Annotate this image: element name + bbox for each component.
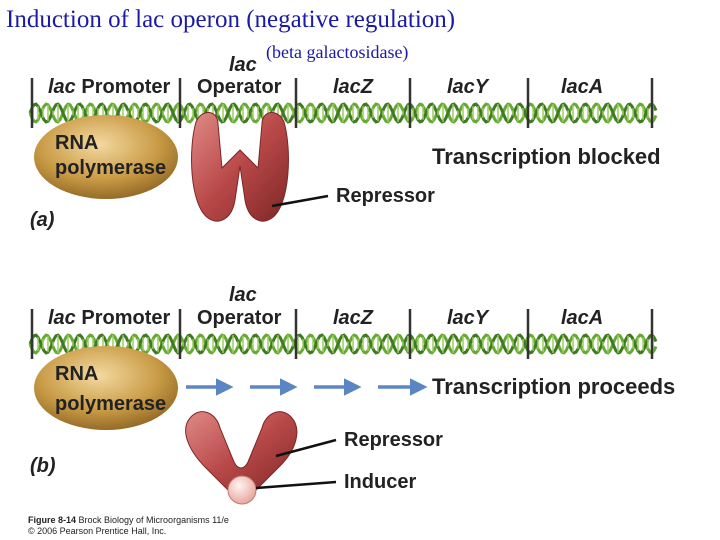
caption-copyright: © 2006 Pearson Prentice Hall, Inc. <box>28 526 167 536</box>
inducer-shape <box>227 475 257 505</box>
inducer-pointer <box>255 480 337 490</box>
gene-label-lacy: lacY <box>447 307 490 329</box>
figure-caption: Figure 8-14 Brock Biology of Microorgani… <box>28 515 229 537</box>
gene-label-operator: Operator <box>197 307 282 329</box>
repressor-label: Repressor <box>336 185 435 207</box>
gene-label-operator: Operator <box>197 76 282 98</box>
dna-helix <box>28 78 658 128</box>
operator-prefix-label: lac <box>229 54 257 76</box>
page-subtitle: (beta galactosidase) <box>266 42 409 62</box>
rna-polymerase-label-1: RNA <box>55 132 98 154</box>
caption-book-title: Brock Biology of Microorganisms 11/e <box>78 515 229 525</box>
gene-label-promoter: lac Promoter <box>48 307 170 329</box>
page-title: Induction of lac operon (negative regula… <box>6 6 456 33</box>
panel-a: lac lac Promoter Operator lacZ lacY lacA… <box>28 54 661 231</box>
rna-polymerase-shape <box>34 115 178 199</box>
gene-label-promoter: lac Promoter <box>48 76 170 98</box>
gene-boundaries <box>30 309 654 359</box>
gene-boundaries <box>30 78 654 128</box>
repressor-shape <box>185 411 298 497</box>
operator-prefix-label: lac <box>229 284 257 306</box>
transcription-status: Transcription proceeds <box>432 374 675 399</box>
rna-polymerase-label-2: polymerase <box>55 157 166 179</box>
panel-b-label: (b) <box>30 455 56 477</box>
repressor-label: Repressor <box>344 429 443 451</box>
gene-label-laca: lacA <box>561 76 603 98</box>
gene-label-laca: lacA <box>561 307 603 329</box>
transcription-status: Transcription blocked <box>432 144 661 169</box>
rna-polymerase-label-1: RNA <box>55 363 98 385</box>
rna-polymerase-shape <box>34 346 178 430</box>
inducer-label: Inducer <box>344 471 416 493</box>
panel-a-label: (a) <box>30 209 55 231</box>
repressor-pointer <box>275 438 337 458</box>
gene-label-lacy: lacY <box>447 76 490 98</box>
rna-polymerase-label-2: polymerase <box>55 393 166 415</box>
gene-label-lacz: lacZ <box>333 76 374 98</box>
gene-label-lacz: lacZ <box>333 307 374 329</box>
repressor-shape <box>191 112 289 222</box>
repressor-pointer <box>271 194 329 208</box>
panel-b: lac lac Promoter Operator lacZ lacY lacA… <box>28 284 675 505</box>
caption-figure-number: Figure 8-14 <box>28 515 77 525</box>
